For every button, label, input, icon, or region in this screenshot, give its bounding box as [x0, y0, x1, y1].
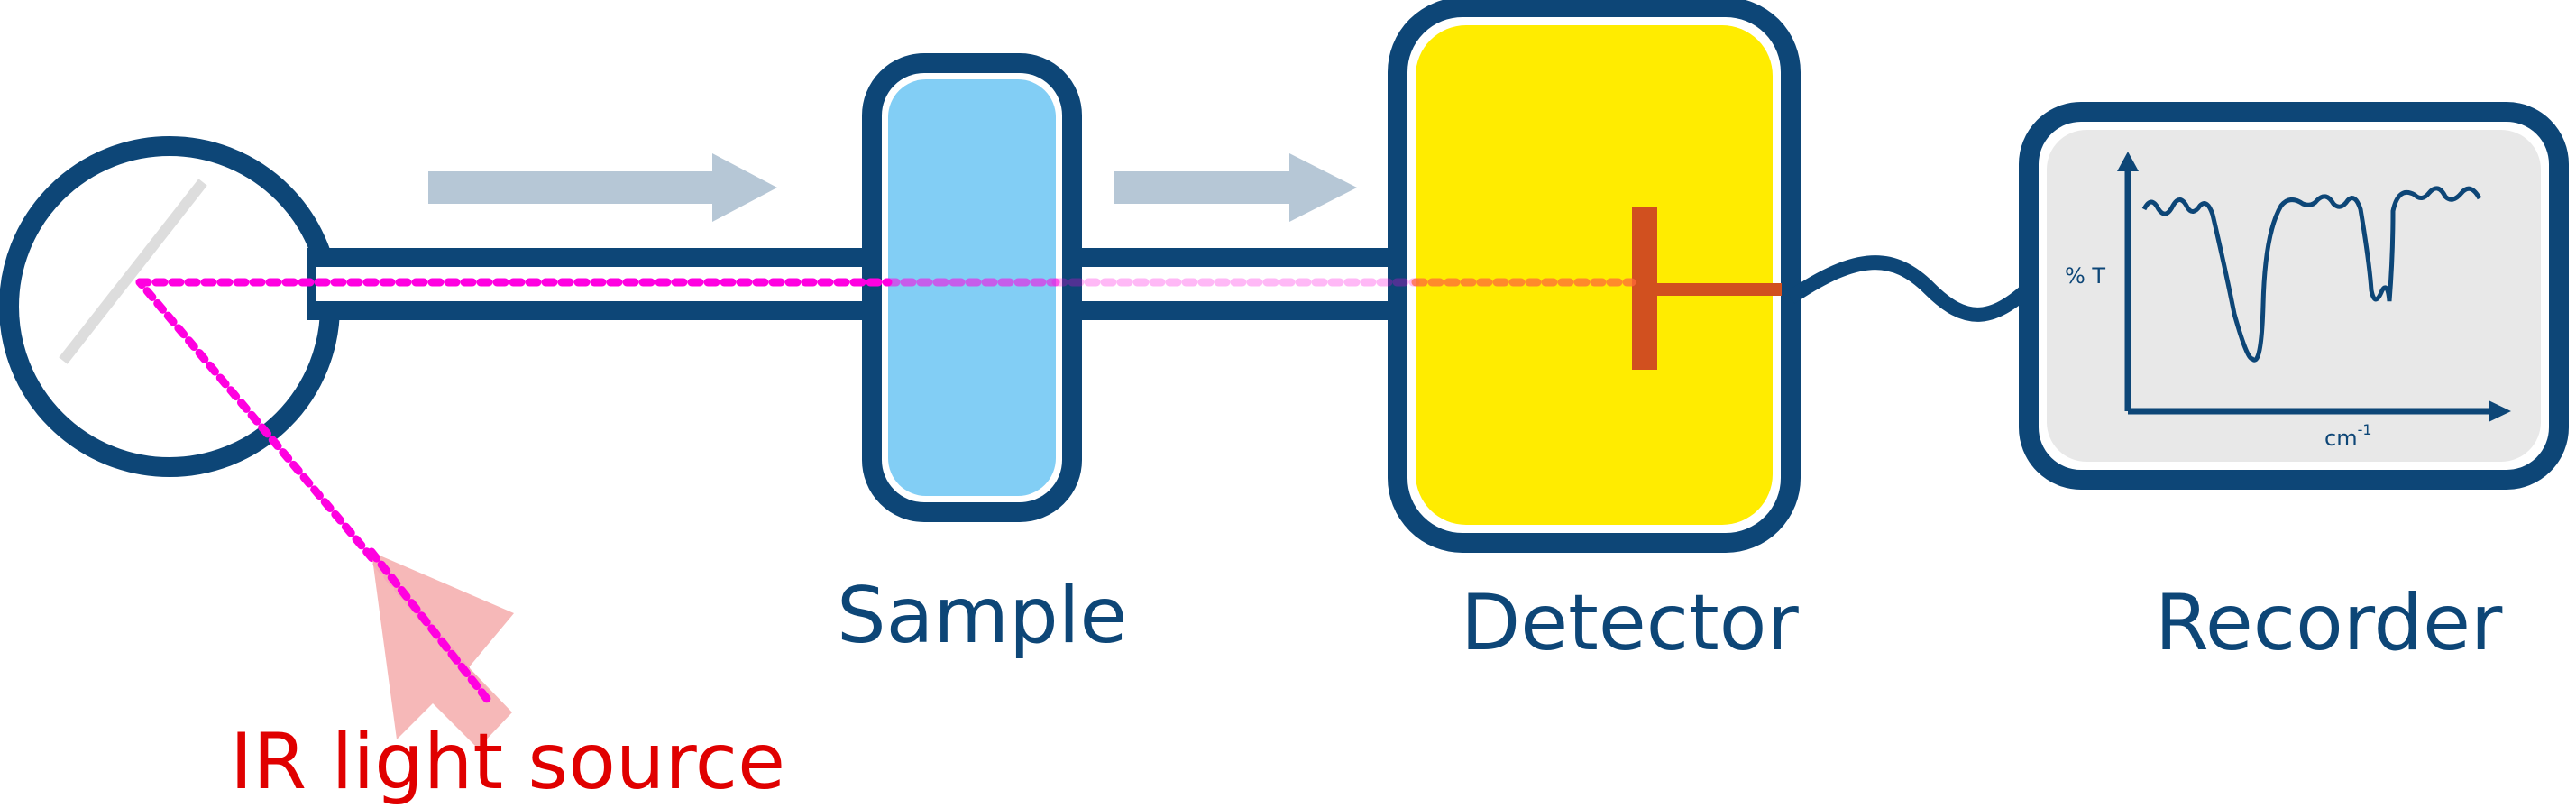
- spectrum-trace-icon: [2141, 186, 2482, 363]
- sample-cell-icon: [862, 53, 1082, 522]
- ir-light-source-label: IR light source: [230, 717, 785, 807]
- y-axis-label: % T: [2065, 263, 2105, 289]
- flow-arrow-2: [1114, 153, 1357, 222]
- detector-element: [1632, 207, 1657, 370]
- source-arrow-icon: [367, 547, 514, 748]
- detector-label: Detector: [1461, 578, 1799, 668]
- mirror-icon: [59, 179, 207, 364]
- detector-icon: [1388, 0, 1801, 553]
- x-axis-label-sup: -1: [2358, 421, 2372, 438]
- x-axis-label-base: cm: [2324, 426, 2358, 451]
- recorder-icon: % T cm-1: [2019, 102, 2569, 490]
- flow-arrow-1: [428, 153, 777, 222]
- x-axis-label: cm-1: [2324, 421, 2372, 451]
- sample-label: Sample: [837, 571, 1127, 661]
- signal-cable: [1786, 255, 2043, 322]
- ir-source-housing-icon: [0, 136, 340, 477]
- recorder-label: Recorder: [2155, 578, 2503, 668]
